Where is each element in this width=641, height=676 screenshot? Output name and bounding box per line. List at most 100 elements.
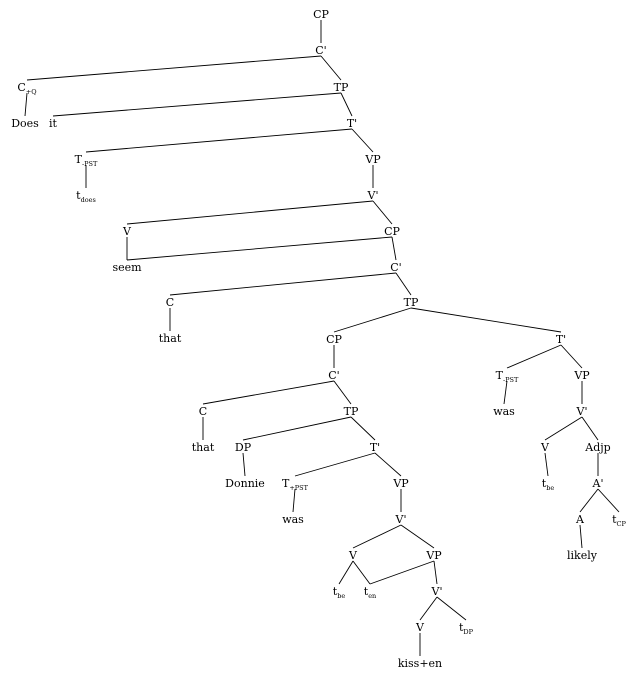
- tree-node-label: T: [496, 369, 504, 382]
- tree-node-label: T: [75, 153, 83, 166]
- tree-edge-vb4-tdp: [436, 596, 467, 621]
- tree-node-cq: C+Q: [17, 81, 36, 96]
- tree-node-label: C': [328, 369, 339, 382]
- tree-edge-cb2-c2: [169, 272, 397, 296]
- tree-node-label: TP: [404, 296, 419, 309]
- tree-node-label: V: [122, 225, 132, 238]
- tree-edge-vp4-ten: [369, 560, 435, 585]
- tree-node-vb1: V': [367, 189, 379, 202]
- tree-edge-v2-tbe2: [544, 452, 549, 477]
- tree-edge-ab-a: [579, 488, 599, 513]
- tree-node-vb2: V': [576, 405, 588, 418]
- tree-node-label: DP: [235, 441, 252, 454]
- tree-node-tb3: T': [370, 441, 380, 454]
- tree-node-cp3: CP: [326, 333, 342, 346]
- tree-node-tbe1: tbe: [333, 585, 346, 600]
- tree-node-label: V: [348, 549, 358, 562]
- tree-edge-dp-donnie: [242, 452, 246, 477]
- tree-node-label: V': [395, 513, 407, 526]
- tree-node-label: VP: [392, 477, 409, 490]
- tree-edge-tp2-cp3: [333, 307, 412, 333]
- tree-node-v2: V: [540, 441, 550, 454]
- tree-node-subscript: en: [368, 592, 376, 600]
- tree-node-label: likely: [567, 549, 598, 562]
- tree-node-label: it: [49, 117, 58, 130]
- tree-node-subscript: be: [337, 592, 345, 600]
- tree-node-label: TP: [334, 81, 349, 94]
- tree-node-subscript: -PST: [503, 376, 519, 384]
- tree-edge-tb2-tpst2: [506, 344, 562, 369]
- tree-node-tpst3: T+PST: [282, 477, 309, 492]
- tree-edge-tpst2-was2: [503, 380, 508, 405]
- tree-node-does: Does: [11, 117, 39, 130]
- tree-node-label: t: [76, 189, 81, 202]
- tree-edge-vb2-adjp: [581, 416, 599, 441]
- tree-node-tp3: TP: [344, 405, 359, 418]
- tree-node-label: CP: [313, 8, 329, 21]
- tree-node-label: that: [192, 441, 215, 454]
- tree-node-tdoes: tdoes: [76, 189, 96, 204]
- tree-node-cp1: CP: [313, 8, 329, 21]
- tree-node-label: VP: [425, 549, 442, 562]
- tree-node-cp2: CP: [384, 225, 400, 238]
- tree-node-v4: V: [415, 621, 425, 634]
- tree-node-vp1: VP: [364, 153, 381, 166]
- tree-edge-cp2-cb2: [391, 236, 397, 261]
- tree-node-donnie: Donnie: [225, 477, 265, 490]
- tree-node-label: Does: [11, 117, 39, 130]
- tree-edge-tb1-tpst1: [85, 128, 353, 153]
- tree-edge-tp1-tb1: [340, 92, 353, 117]
- tree-node-cb3: C': [328, 369, 339, 382]
- tree-edge-cb2-tp2: [395, 272, 412, 296]
- tree-edge-tp3-tb3: [350, 416, 376, 441]
- tree-node-a: A: [575, 513, 585, 526]
- tree-node-label: was: [282, 513, 304, 526]
- tree-node-label: V': [431, 585, 443, 598]
- tree-node-label: kiss+en: [398, 657, 442, 670]
- tree-node-ab: A': [592, 477, 604, 490]
- tree-node-cb1: C': [315, 44, 326, 57]
- tree-node-dp: DP: [235, 441, 252, 454]
- tree-node-label: CP: [326, 333, 342, 346]
- tree-node-subscript: -PST: [82, 160, 98, 168]
- tree-node-label: VP: [573, 369, 590, 382]
- tree-node-tbe2: tbe: [542, 477, 555, 492]
- tree-edge-tp2-tb2: [410, 307, 562, 333]
- tree-node-label: that: [159, 332, 182, 345]
- tree-node-subscript: be: [546, 484, 554, 492]
- tree-node-likely: likely: [567, 549, 598, 562]
- tree-edge-cp2-seem: [126, 236, 393, 261]
- tree-edge-vp4-vb4: [433, 560, 438, 585]
- tree-node-was2: was: [493, 405, 515, 418]
- tree-edge-ab-tcp: [597, 488, 620, 513]
- tree-node-that2: that: [192, 441, 215, 454]
- tree-node-vp4: VP: [425, 549, 442, 562]
- tree-node-ten: ten: [364, 585, 376, 600]
- tree-edge-tpst3-was1: [292, 488, 296, 513]
- tree-edge-tp1-it: [52, 92, 342, 117]
- tree-node-tcp: tCP: [612, 513, 626, 528]
- tree-node-tpst1: T-PST: [75, 153, 98, 168]
- tree-node-cb2: C': [390, 261, 401, 274]
- tree-edge-v3-ten: [352, 560, 371, 585]
- tree-node-label: t: [612, 513, 617, 526]
- tree-node-it: it: [49, 117, 58, 130]
- tree-edge-tp3-dp: [242, 416, 352, 441]
- tree-node-subscript: +PST: [289, 484, 308, 492]
- tree-node-label: CP: [384, 225, 400, 238]
- tree-edges: [24, 20, 620, 656]
- tree-edge-tb1-vp1: [351, 128, 374, 153]
- tree-edge-vb1-v1: [126, 200, 374, 225]
- tree-node-subscript: DP: [463, 628, 473, 636]
- tree-node-label: V: [415, 621, 425, 634]
- tree-edge-tb3-tpst3: [294, 452, 376, 477]
- tree-node-label: V': [367, 189, 379, 202]
- tree-node-c2: C: [166, 296, 174, 309]
- tree-node-label: T: [282, 477, 290, 490]
- tree-node-label: V': [576, 405, 588, 418]
- tree-node-label: T': [347, 117, 357, 130]
- tree-edge-tb2-vp2: [560, 344, 583, 369]
- tree-node-label: A': [592, 477, 604, 490]
- tree-edge-vb2-v2: [544, 416, 583, 441]
